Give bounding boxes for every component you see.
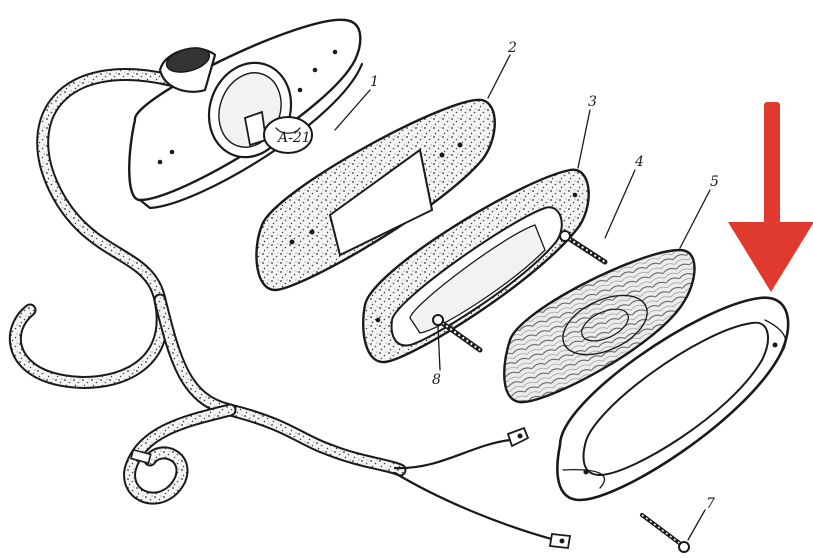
part-label-8: 8	[432, 372, 441, 388]
screw-lower	[432, 314, 483, 353]
cable-harness	[8, 68, 572, 549]
part-label-1: 1	[370, 74, 379, 90]
wire-terminal-upper	[506, 426, 530, 448]
rim-screw	[640, 513, 690, 553]
lamp-rim	[556, 296, 790, 502]
gasket	[255, 98, 496, 292]
part-label-3: 3	[588, 94, 597, 110]
reflector-frame	[362, 168, 590, 364]
lamp-housing	[128, 18, 364, 210]
red-arrow-pointer	[728, 102, 813, 292]
part-label-4: 4	[634, 154, 644, 170]
lens	[503, 248, 696, 404]
screw-upper	[559, 230, 608, 265]
bulb-marking: A-21	[276, 130, 311, 146]
part-label-5: 5	[710, 174, 719, 190]
part-label-2: 2	[507, 40, 517, 56]
part-labels: 1 2 3 4 5 7 8	[370, 40, 719, 512]
bulb: A-21	[243, 110, 313, 154]
part-label-7: 7	[706, 496, 715, 512]
wire-terminal-lower	[548, 533, 572, 549]
leader-lines	[334, 54, 711, 541]
